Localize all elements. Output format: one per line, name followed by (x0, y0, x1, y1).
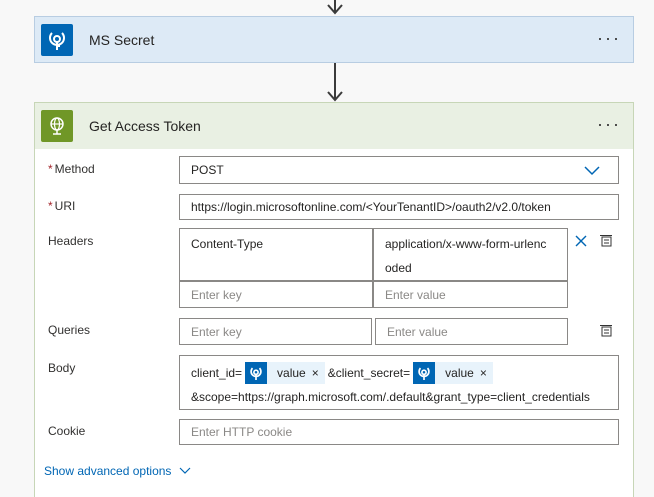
globe-icon (41, 110, 73, 142)
body-input[interactable]: client_id= value × &client_secret= (179, 355, 619, 410)
connector-arrow-middle (325, 63, 345, 103)
cookie-input[interactable]: Enter HTTP cookie (179, 419, 619, 445)
queries-switch-mode-icon[interactable] (599, 323, 613, 337)
header-new-value-input[interactable]: Enter value (373, 281, 568, 308)
body-label: Body (48, 361, 76, 375)
ms-secret-header[interactable]: MS Secret ··· (35, 17, 633, 62)
header-value-input[interactable]: application/x-www-form-urlenc oded (373, 228, 568, 281)
ms-secret-card[interactable]: MS Secret ··· (34, 16, 634, 63)
remove-header-icon[interactable] (574, 234, 588, 248)
token-label: value (445, 365, 474, 380)
method-label: *Method (48, 162, 95, 176)
method-dropdown[interactable]: POST (179, 156, 619, 184)
uri-label: *URI (48, 199, 76, 213)
header-value-line-2: oded (385, 261, 412, 275)
header-key-input[interactable]: Content-Type (179, 228, 373, 281)
query-value-input[interactable]: Enter value (375, 318, 568, 345)
uri-input[interactable]: https://login.microsoftonline.com/<YourT… (179, 194, 619, 220)
headers-switch-mode-icon[interactable] (599, 233, 613, 247)
ms-secret-title: MS Secret (89, 31, 155, 48)
show-advanced-options-link[interactable]: Show advanced options (44, 464, 191, 478)
header-value-line-1: application/x-www-form-urlenc (385, 237, 547, 251)
body-text-client-id: client_id= (191, 365, 243, 380)
key-vault-icon (245, 361, 268, 384)
uri-value: https://login.microsoftonline.com/<YourT… (191, 200, 551, 214)
header-new-key-input[interactable]: Enter key (179, 281, 373, 308)
get-access-token-more-button[interactable]: ··· (597, 114, 621, 134)
chevron-down-icon (180, 467, 191, 474)
key-vault-icon (413, 361, 436, 384)
get-access-token-header[interactable]: Get Access Token ··· (35, 103, 633, 149)
body-text-client-secret: &client_secret= (327, 365, 411, 380)
body-text-scope: &scope=https://graph.microsoft.com/.defa… (191, 390, 590, 404)
remove-token-icon[interactable]: × (311, 365, 319, 380)
cookie-label: Cookie (48, 424, 86, 438)
query-key-input[interactable]: Enter key (179, 318, 372, 345)
connector-arrow-top (325, 0, 345, 18)
get-access-token-title: Get Access Token (89, 118, 201, 134)
chevron-down-icon (584, 166, 600, 176)
key-vault-icon (41, 23, 73, 56)
remove-token-icon[interactable]: × (479, 365, 487, 380)
arrow-down-icon (327, 4, 343, 15)
queries-label: Queries (48, 323, 91, 337)
ms-secret-more-button[interactable]: ··· (597, 28, 621, 48)
method-value: POST (191, 163, 224, 177)
dynamic-content-token-client-id[interactable]: value × (245, 361, 325, 384)
dynamic-content-token-client-secret[interactable]: value × (413, 361, 493, 384)
arrow-down-icon (327, 91, 343, 102)
token-label: value (277, 365, 306, 380)
headers-label: Headers (48, 234, 94, 248)
